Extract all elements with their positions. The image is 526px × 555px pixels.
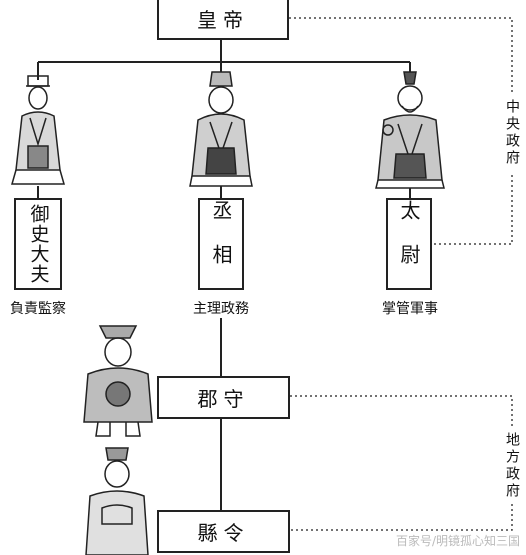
grand-commandant-box: 太尉 <box>386 198 432 290</box>
chancellor-title: 丞相 <box>209 200 233 288</box>
grand-commandant-figure-icon <box>375 71 445 189</box>
commandery-governor-label: 郡守 <box>197 387 250 411</box>
commandery-governor-box: 郡守 <box>157 376 290 419</box>
chancellor-box: 丞相 <box>198 198 244 290</box>
county-magistrate-label: 縣令 <box>197 521 250 545</box>
chancellor-duty: 主理政務 <box>193 301 249 317</box>
local-government-text: 地方政府 <box>504 432 520 500</box>
censor-figure-icon <box>11 75 65 185</box>
county-magistrate-box: 縣令 <box>157 510 290 553</box>
commandery-governor-figure-icon <box>83 325 153 437</box>
central-government-text: 中央政府 <box>504 99 520 167</box>
county-magistrate-figure-icon <box>85 447 149 555</box>
watermark: 百家号/明镜孤心知三国 <box>395 534 520 548</box>
central-government-label: 中央政府 <box>498 94 526 172</box>
censor-duty: 負責監察 <box>10 301 66 317</box>
censor-box: 御史大夫 <box>14 198 62 290</box>
local-government-label: 地方政府 <box>498 428 526 504</box>
emperor-box: 皇帝 <box>157 0 289 40</box>
censor-title: 御史大夫 <box>27 204 50 284</box>
chancellor-figure-icon <box>189 71 253 187</box>
grand-commandant-duty: 掌管軍事 <box>382 301 438 317</box>
grand-commandant-title: 太尉 <box>397 200 421 288</box>
emperor-label: 皇帝 <box>197 7 249 32</box>
